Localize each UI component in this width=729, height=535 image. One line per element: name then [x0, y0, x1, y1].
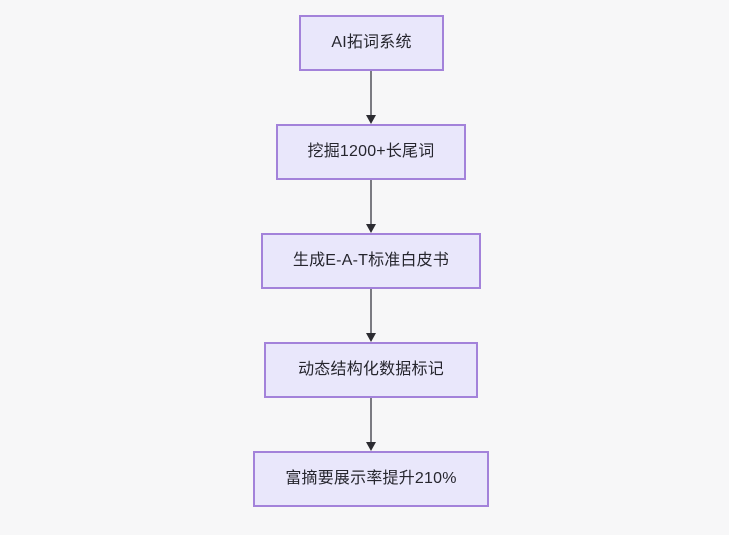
flow-node-1[interactable]: AI拓词系统 — [299, 15, 444, 71]
flow-node-5-label: 富摘要展示率提升210% — [285, 470, 457, 488]
flow-edge-4-to-5 — [363, 398, 379, 451]
arrowhead-icon — [366, 333, 376, 342]
flow-edge-1-to-2 — [363, 71, 379, 124]
edge-line — [370, 180, 372, 225]
edge-line — [370, 71, 372, 116]
arrowhead-icon — [366, 115, 376, 124]
flow-edge-3-to-4 — [363, 289, 379, 342]
edge-line — [370, 289, 372, 334]
flow-node-2[interactable]: 挖掘1200+长尾词 — [276, 124, 466, 180]
edge-line — [370, 398, 372, 443]
flow-node-2-label: 挖掘1200+长尾词 — [307, 143, 435, 161]
flow-node-4-label: 动态结构化数据标记 — [298, 361, 444, 379]
flow-node-1-label: AI拓词系统 — [331, 34, 412, 52]
flow-node-4[interactable]: 动态结构化数据标记 — [264, 342, 478, 398]
flow-node-3[interactable]: 生成E-A-T标准白皮书 — [261, 233, 481, 289]
flow-node-5[interactable]: 富摘要展示率提升210% — [253, 451, 489, 507]
flow-edge-2-to-3 — [363, 180, 379, 233]
arrowhead-icon — [366, 224, 376, 233]
flow-node-3-label: 生成E-A-T标准白皮书 — [292, 252, 450, 270]
arrowhead-icon — [366, 442, 376, 451]
